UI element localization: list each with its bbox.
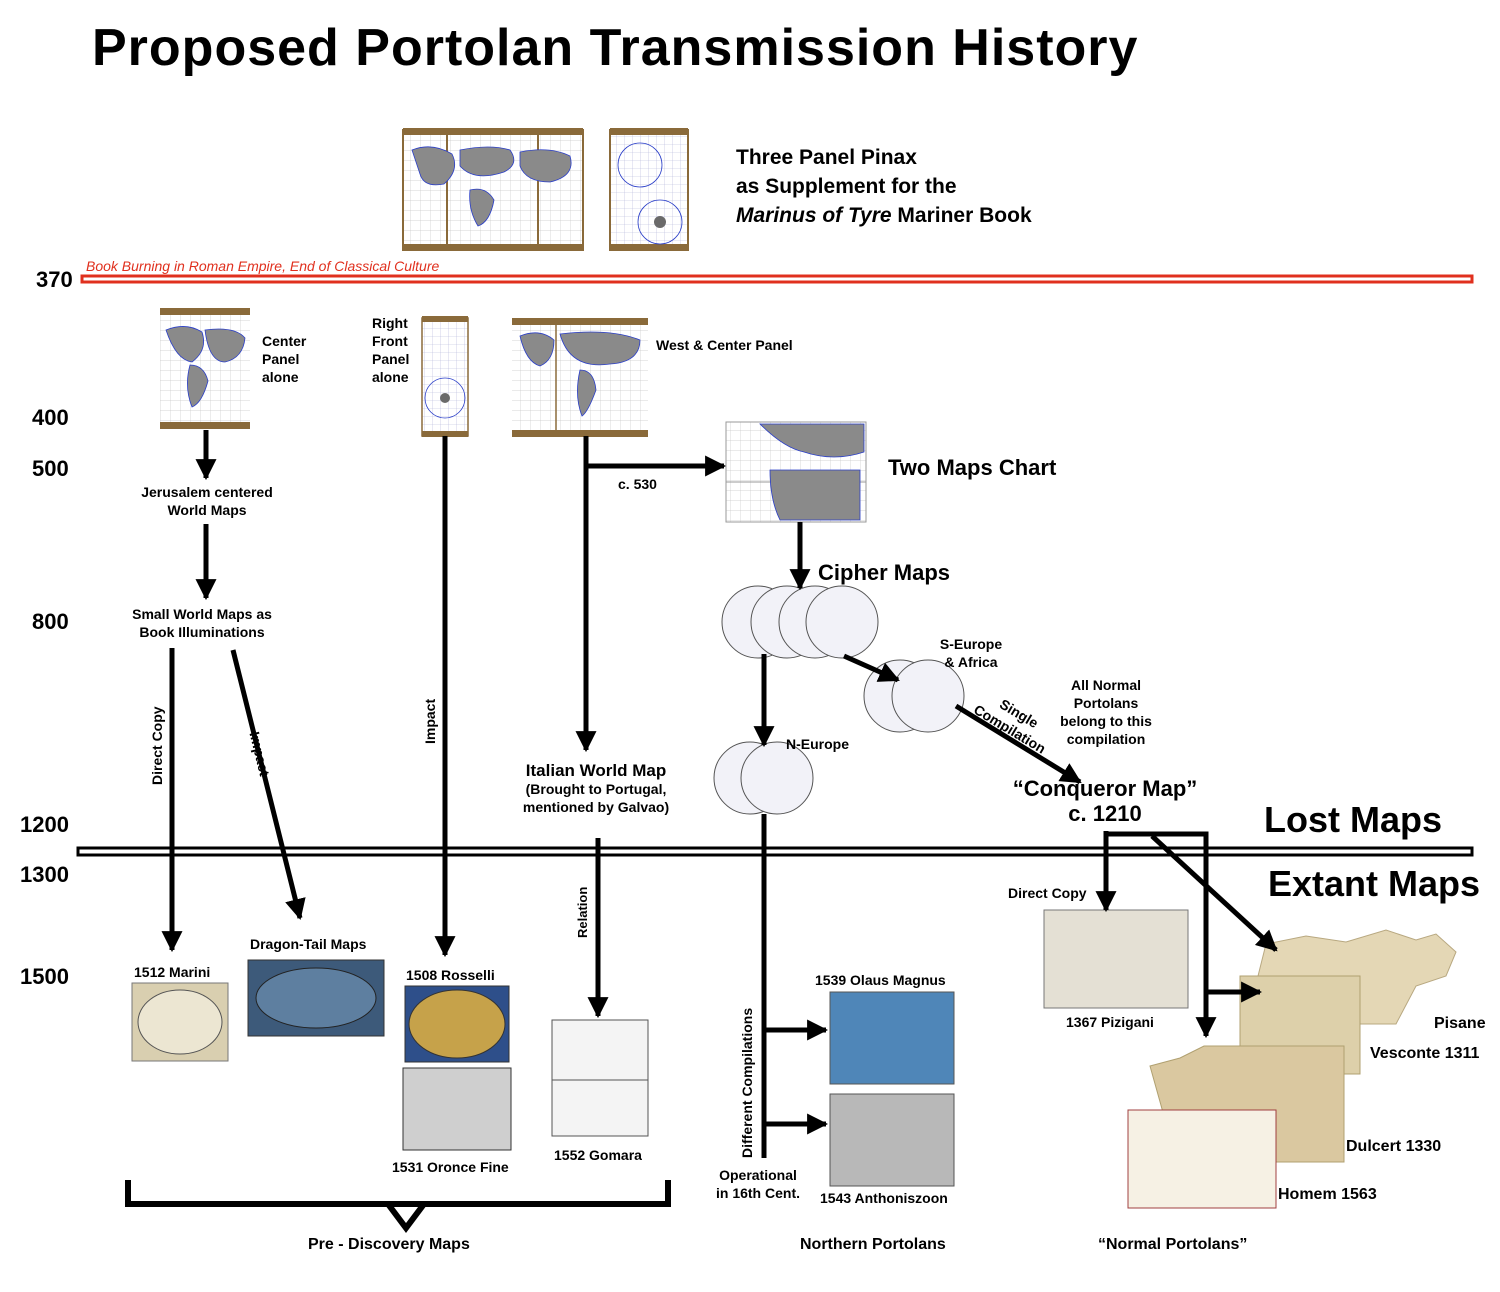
pisane-label: Pisane [1434,1015,1486,1032]
small-world-label: Small World Maps as Book Illuminations [132,606,272,640]
relation-label: Relation [575,886,590,938]
arrow-to-conqueror-map [954,703,1082,785]
arrow-to-s-europe [842,653,900,683]
pre-discovery-bracket-point [385,1202,427,1233]
two-maps-chart-label: Two Maps Chart [888,455,1057,480]
right-front-panel-image [421,316,469,437]
n-europe-label: N-Europe [786,736,849,752]
right-front-panel-label: Right Front Panel alone [372,315,410,385]
anthoniszoon-label: 1543 Anthoniszoon [820,1190,948,1206]
homem-label: Homem 1563 [1278,1186,1377,1203]
year-1300: 1300 [20,862,69,887]
year-500: 500 [32,456,69,481]
two-maps-chart-image [725,421,867,523]
normal-portolans-label: “Normal Portolans” [1098,1236,1248,1253]
year-370: 370 [36,267,73,292]
rosselli-map-ellipse [408,989,506,1059]
year-400: 400 [32,405,69,430]
different-compilations-label: Different Compilations [739,1007,755,1158]
pizigani-map-image [1043,909,1189,1009]
center-panel-image [160,308,250,429]
west-center-panel-image [512,318,648,437]
year-800: 800 [32,609,69,634]
operational-label: Operational in 16th Cent. [715,1167,800,1201]
olaus-magnus-map-image [829,991,955,1085]
italian-world-map-title: Italian World Map [525,761,667,780]
red-line-label: Book Burning in Roman Empire, End of Cla… [86,258,440,274]
pizigani-label: 1367 Pizigani [1066,1014,1154,1030]
conqueror-map-label: “Conqueror Map” c. 1210 [1012,776,1198,826]
red-timeline-370 [80,274,1474,284]
oronce-fine-map-image [402,1067,512,1151]
s-europe-label: S-Europe & Africa [939,636,1003,670]
dulcert-label: Dulcert 1330 [1346,1138,1442,1155]
pinax-caption: Three Panel Pinax as Supplement for the … [736,143,1032,230]
vesconte-label: Vesconte 1311 [1370,1045,1480,1062]
page-title: Proposed Portolan Transmission History [92,19,1139,77]
jerusalem-label: Jerusalem centered World Maps [141,484,273,518]
west-center-panel-label: West & Center Panel [656,337,793,353]
arrow-to-pisane [1150,834,1278,952]
dragon-tail-map-ellipse [255,967,377,1029]
pre-discovery-label: Pre - Discovery Maps [308,1236,470,1253]
impact-vertical-label: Impact [422,698,438,744]
extant-maps-label: Extant Maps [1268,863,1481,904]
line-conqueror-bracket [1103,831,1209,1030]
pre-discovery-bracket [125,1180,671,1207]
pinax-caption-line-3: Marinus of Tyre Mariner Book [736,201,1032,230]
pinax-caption-tail: Mariner Book [891,204,1032,227]
center-panel-label: Center Panel alone [262,333,307,385]
cipher-maps-globes [713,585,965,815]
rosselli-label: 1508 Rosselli [406,967,495,983]
gomara-map-image [551,1019,649,1137]
c530-label: c. 530 [618,476,657,492]
all-normal-portolans-note: All Normal Portolans belong to this comp… [1060,677,1152,747]
arrow-impact-dragon-tail [230,649,306,921]
italian-world-map-subtitle: (Brought to Portugal, mentioned by Galva… [522,781,670,815]
year-1200: 1200 [20,812,69,837]
oronce-fine-label: 1531 Oronce Fine [392,1159,509,1175]
northern-portolans-label: Northern Portolans [800,1236,946,1253]
marini-map-ellipse [137,989,223,1055]
anthoniszoon-map-image [829,1093,955,1187]
year-1500: 1500 [20,964,69,989]
lost-extant-divider [76,846,1474,857]
cipher-maps-label: Cipher Maps [818,560,951,585]
gomara-label: 1552 Gomara [554,1147,642,1163]
homem-map-image [1127,1109,1277,1209]
olaus-magnus-label: 1539 Olaus Magnus [815,972,946,988]
pinax-caption-line-2: as Supplement for the [736,175,957,198]
three-panel-pinax-image [402,128,689,251]
direct-copy-right-label: Direct Copy [1008,885,1087,901]
marini-label: 1512 Marini [134,964,211,980]
pinax-caption-italic: Marinus of Tyre [736,204,892,227]
pinax-caption-line-1: Three Panel Pinax [736,146,917,169]
direct-copy-vertical-label: Direct Copy [149,706,165,785]
lost-maps-label: Lost Maps [1264,799,1443,840]
dragon-tail-label: Dragon-Tail Maps [250,936,367,952]
